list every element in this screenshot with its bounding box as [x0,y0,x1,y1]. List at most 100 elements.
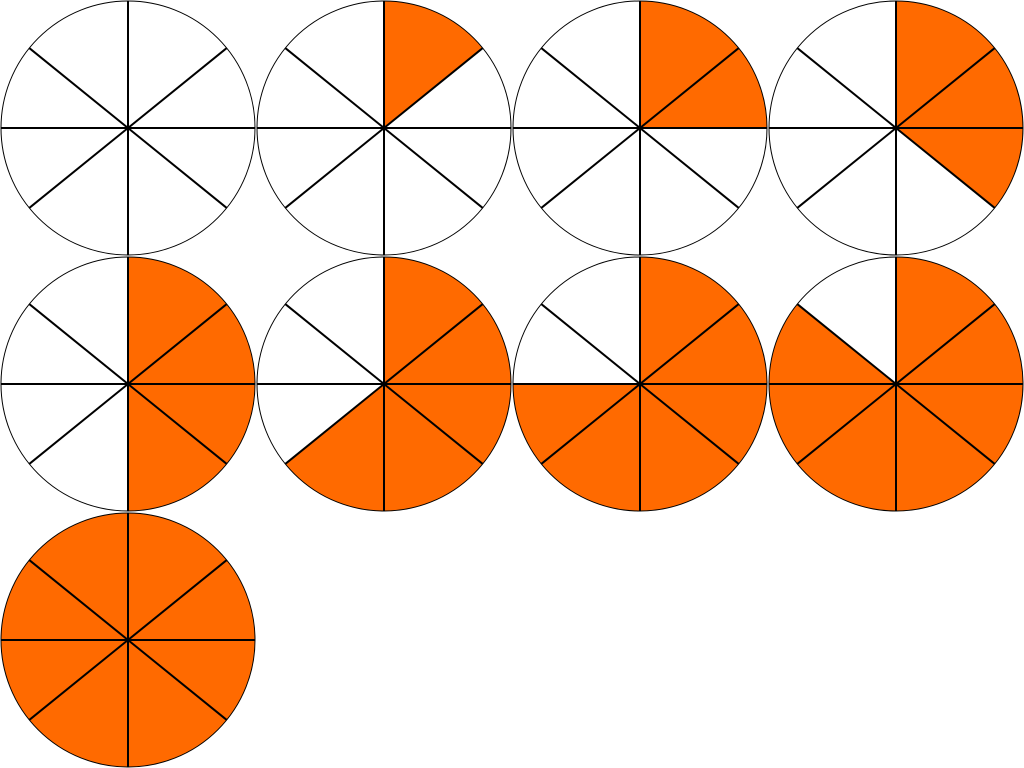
empty-sector [541,1,640,128]
shaded-sector [384,384,511,464]
shaded-sector [640,257,739,384]
sector-divider-line [639,127,740,209]
shaded-sector [29,513,128,640]
empty-sector [29,1,128,128]
empty-sector [285,128,384,255]
empty-sector [128,1,227,128]
empty-sector [384,128,483,255]
empty-sector [640,128,767,208]
shaded-sector [1,640,128,720]
empty-sector [29,128,128,255]
shaded-sector [128,384,227,511]
sector-divider-line [127,47,228,129]
empty-sector [513,304,640,384]
shaded-sector [128,640,227,767]
sector-divider-line [796,127,897,209]
sector-divider-line [383,47,484,129]
shaded-sector [896,48,1023,128]
shaded-sector [640,384,767,464]
shaded-sector [769,384,896,464]
sector-divider-line [127,559,228,641]
empty-sector [1,384,128,464]
sector-divider-line [895,383,996,465]
sector-divider-line [895,47,996,129]
sector-divider-line [28,383,129,465]
empty-sector [128,48,255,128]
sector-divider-line [639,303,740,385]
shaded-sector [384,257,483,384]
shaded-sector [384,384,483,511]
sector-divider-line [639,47,740,129]
empty-sector [513,128,640,208]
fraction-circle [768,256,1024,512]
shaded-sector [640,48,767,128]
sector-divider-line [28,559,129,641]
sector-divider-line [28,47,129,129]
sector-divider-line [284,47,385,129]
shaded-sector [896,128,1023,208]
fraction-circle [0,512,256,768]
sector-divider-line [540,303,641,385]
empty-sector [797,128,896,255]
empty-sector [640,128,739,255]
shaded-sector [640,384,739,511]
sector-divider-line [127,127,228,209]
shaded-sector [285,384,384,511]
shaded-sector [128,304,255,384]
sector-divider-line [383,303,484,385]
shaded-sector [29,640,128,767]
circle-outline [512,0,768,256]
shaded-sector [896,257,995,384]
fraction-circle [0,0,256,256]
sector-divider-line [28,303,129,385]
empty-sector [285,257,384,384]
empty-sector [769,128,896,208]
circle-outline [768,0,1024,256]
empty-sector [384,48,511,128]
shaded-sector [541,384,640,511]
sector-divider-line [127,383,228,465]
empty-sector [257,384,384,464]
fraction-circle [0,256,256,512]
sector-divider-line [28,639,129,721]
empty-sector [513,48,640,128]
sector-divider-line [895,127,996,209]
sector-divider-line [540,47,641,129]
shaded-sector [640,304,767,384]
shaded-sector [384,1,483,128]
empty-sector [29,384,128,511]
shaded-sector [797,384,896,511]
empty-sector [769,48,896,128]
fraction-circle [256,256,512,512]
empty-sector [29,257,128,384]
empty-sector [896,128,995,255]
empty-sector [285,1,384,128]
empty-sector [1,128,128,208]
shaded-sector [1,560,128,640]
shaded-sector [128,640,255,720]
circle-outline [768,256,1024,512]
sector-divider-line [540,127,641,209]
sector-divider-line [127,639,228,721]
shaded-sector [896,1,995,128]
circle-outline [0,512,256,768]
sector-divider-line [796,47,897,129]
fraction-circle [512,0,768,256]
shaded-sector [128,513,227,640]
sector-divider-line [284,383,385,465]
fraction-circle [256,0,512,256]
sector-divider-line [28,127,129,209]
empty-sector [797,1,896,128]
empty-sector [257,128,384,208]
shaded-sector [640,1,739,128]
sector-divider-line [383,127,484,209]
shaded-sector [769,304,896,384]
circle-outline [0,256,256,512]
empty-sector [1,304,128,384]
shaded-sector [896,384,995,511]
sector-divider-line [540,383,641,465]
shaded-sector [128,257,227,384]
circle-outline [0,0,256,256]
empty-sector [128,128,255,208]
